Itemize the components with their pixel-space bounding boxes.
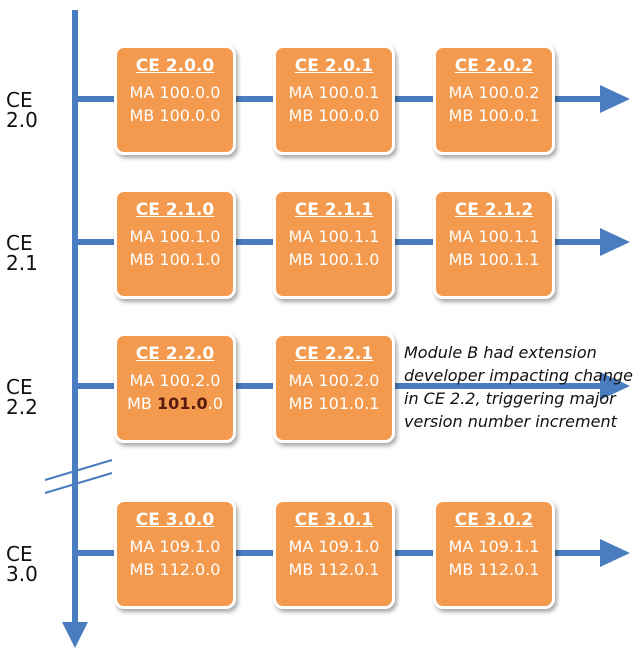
timeline-arrowhead (62, 622, 88, 648)
row-label-ce-2-2: CE 2.2 (6, 375, 38, 419)
release-title: CE 2.2.1 (294, 344, 374, 364)
release-box-ce-3-0-2: CE 3.0.2 MA 109.1.1 MB 112.0.1 (433, 499, 555, 609)
module-b-version: MB 100.0.0 (129, 106, 221, 125)
module-a-version: MA 100.1.0 (129, 227, 221, 246)
annotation-note: Module B had extension developer impacti… (404, 343, 633, 431)
release-box-ce-2-0-0: CE 2.0.0 MA 100.0.0 MB 100.0.0 (114, 45, 236, 155)
module-b-version: MB 112.0.0 (129, 560, 221, 579)
release-title: CE 2.1.0 (135, 200, 215, 220)
module-a-version: MA 109.1.1 (448, 537, 540, 556)
row-arrowhead-ce-2-2 (600, 372, 630, 400)
module-b-version: MB 112.0.1 (448, 560, 540, 579)
row-arrowhead-ce-2-1 (600, 228, 630, 256)
release-title: CE 2.1.2 (454, 200, 534, 220)
module-a-version: MA 100.1.1 (288, 227, 380, 246)
row-label-ce-2-1: CE 2.1 (6, 231, 38, 275)
module-a-version: MA 100.0.0 (129, 83, 221, 102)
module-b-version: MB 100.0.1 (448, 106, 540, 125)
axis-break-mark (44, 472, 113, 494)
axis-break-mark (44, 459, 113, 481)
release-title: CE 2.0.2 (454, 56, 534, 76)
release-title: CE 2.0.0 (135, 56, 215, 76)
release-box-ce-2-0-2: CE 2.0.2 MA 100.0.2 MB 100.0.1 (433, 45, 555, 155)
release-title: CE 2.0.1 (294, 56, 374, 76)
module-b-version: MB 100.1.1 (448, 250, 540, 269)
module-b-suffix: .0 (207, 394, 223, 413)
release-title: CE 3.0.0 (135, 510, 215, 530)
release-box-ce-2-2-0: CE 2.2.0 MA 100.2.0 MB 101.0.0 (114, 333, 236, 443)
module-a-version: MA 100.0.2 (448, 83, 540, 102)
module-a-version: MA 100.2.0 (129, 371, 221, 390)
release-title: CE 3.0.1 (294, 510, 374, 530)
row-arrowhead-ce-2-0 (600, 85, 630, 113)
module-a-version: MA 100.0.1 (288, 83, 380, 102)
release-box-ce-2-1-0: CE 2.1.0 MA 100.1.0 MB 100.1.0 (114, 189, 236, 299)
release-title: CE 2.2.0 (135, 344, 215, 364)
release-title: CE 3.0.2 (454, 510, 534, 530)
release-box-ce-3-0-0: CE 3.0.0 MA 109.1.0 MB 112.0.0 (114, 499, 236, 609)
module-b-version: MB 100.0.0 (288, 106, 380, 125)
release-title: CE 2.1.1 (294, 200, 374, 220)
row-arrowhead-ce-3-0 (600, 539, 630, 567)
module-b-version: MB 112.0.1 (288, 560, 380, 579)
module-b-version: MB 100.1.0 (129, 250, 221, 269)
release-box-ce-2-1-1: CE 2.1.1 MA 100.1.1 MB 100.1.0 (273, 189, 395, 299)
module-a-version: MA 100.2.0 (288, 371, 380, 390)
module-b-version: MB 101.0.1 (288, 394, 380, 413)
release-box-ce-2-0-1: CE 2.0.1 MA 100.0.1 MB 100.0.0 (273, 45, 395, 155)
module-a-version: MA 109.1.0 (288, 537, 380, 556)
row-label-ce-3-0: CE 3.0 (6, 542, 38, 586)
module-b-version: MB 100.1.0 (288, 250, 380, 269)
module-b-major-highlight: 101.0 (157, 394, 208, 413)
row-label-ce-2-0: CE 2.0 (6, 88, 38, 132)
release-box-ce-2-2-1: CE 2.2.1 MA 100.2.0 MB 101.0.1 (273, 333, 395, 443)
release-box-ce-3-0-1: CE 3.0.1 MA 109.1.0 MB 112.0.1 (273, 499, 395, 609)
module-b-prefix: MB (127, 394, 157, 413)
module-a-version: MA 100.1.1 (448, 227, 540, 246)
module-b-version: MB 101.0.0 (117, 394, 233, 413)
release-box-ce-2-1-2: CE 2.1.2 MA 100.1.1 MB 100.1.1 (433, 189, 555, 299)
module-a-version: MA 109.1.0 (129, 537, 221, 556)
